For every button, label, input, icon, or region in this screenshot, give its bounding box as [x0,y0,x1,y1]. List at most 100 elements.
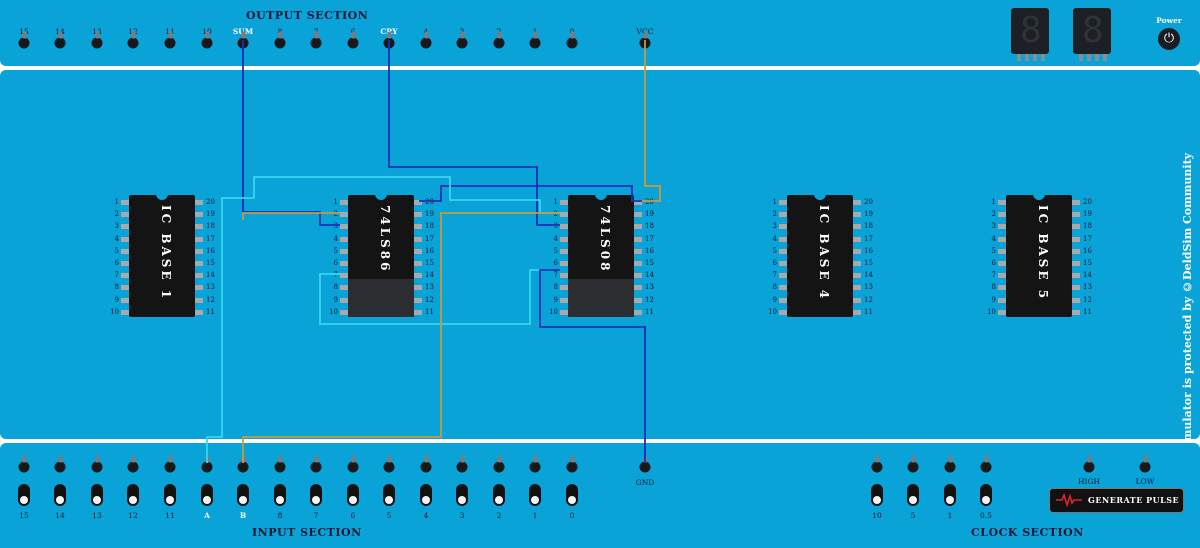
chip-pin[interactable] [1072,285,1080,291]
chip-pin[interactable] [121,212,129,218]
clock-toggle-0.5[interactable] [980,484,992,506]
chip-pin[interactable] [414,261,422,266]
chip-pin[interactable] [560,224,568,230]
chip-pin[interactable] [634,224,642,230]
chip-pin[interactable] [121,200,129,205]
output-pin-0[interactable] [566,31,578,49]
input-pin-3[interactable] [456,455,468,473]
chip-pin[interactable] [560,212,568,218]
chip-pin[interactable] [1072,297,1080,303]
chip-pin[interactable] [121,285,129,291]
chip-pin[interactable] [195,261,203,266]
clock-toggle-5[interactable] [907,484,919,506]
input-toggle-8[interactable] [274,484,286,506]
output-pin-3[interactable] [456,31,468,49]
chip-pin[interactable] [195,273,203,279]
gnd-pin[interactable] [639,455,651,473]
chip-pin[interactable] [560,236,568,242]
chip-pin[interactable] [414,273,422,279]
chip-pin[interactable] [560,200,568,205]
chip-pin[interactable] [560,248,568,254]
chip-pin[interactable] [560,309,568,315]
chip-pin[interactable] [414,309,422,315]
input-toggle-1[interactable] [529,484,541,506]
chip-pin[interactable] [779,248,787,254]
chip-pin[interactable] [195,224,203,230]
input-pin-1[interactable] [529,455,541,473]
chip-pin[interactable] [779,273,787,279]
output-pin-8[interactable] [274,31,286,49]
chip-pin[interactable] [779,285,787,291]
output-pin-11[interactable] [164,31,176,49]
chip-pin[interactable] [560,273,568,279]
input-toggle-13[interactable] [91,484,103,506]
chip-pin[interactable] [779,224,787,230]
chip-pin[interactable] [121,236,129,242]
input-toggle-a[interactable] [201,484,213,506]
chip-pin[interactable] [195,297,203,303]
chip-pin[interactable] [779,309,787,315]
chip-pin[interactable] [998,297,1006,303]
input-toggle-4[interactable] [420,484,432,506]
chip-pin[interactable] [634,236,642,242]
chip-pin[interactable] [853,285,861,291]
input-pin-4[interactable] [420,455,432,473]
input-pin-6[interactable] [347,455,359,473]
input-pin-8[interactable] [274,455,286,473]
ic-chip-1[interactable]: IC BASE 1 [129,194,195,317]
output-pin-7[interactable] [310,31,322,49]
input-toggle-7[interactable] [310,484,322,506]
chip-pin[interactable] [998,248,1006,254]
chip-pin[interactable] [998,200,1006,205]
input-toggle-b[interactable] [237,484,249,506]
input-pin-15[interactable] [18,455,30,473]
output-pin-sum[interactable] [237,31,249,49]
input-pin-b[interactable] [237,455,249,473]
input-pin-12[interactable] [127,455,139,473]
output-pin-12[interactable] [127,31,139,49]
chip-pin[interactable] [779,261,787,266]
chip-pin[interactable] [1072,248,1080,254]
chip-pin[interactable] [1072,224,1080,230]
chip-pin[interactable] [340,224,348,230]
chip-pin[interactable] [634,200,642,205]
chip-pin[interactable] [779,297,787,303]
chip-pin[interactable] [1072,261,1080,266]
input-toggle-3[interactable] [456,484,468,506]
chip-pin[interactable] [853,224,861,230]
chip-pin[interactable] [634,212,642,218]
chip-pin[interactable] [853,200,861,205]
chip-pin[interactable] [998,273,1006,279]
ic-chip-4[interactable]: IC BASE 4 [787,194,853,317]
chip-pin[interactable] [853,261,861,266]
chip-pin[interactable] [195,285,203,291]
chip-pin[interactable] [998,261,1006,266]
input-toggle-14[interactable] [54,484,66,506]
input-toggle-11[interactable] [164,484,176,506]
chip-pin[interactable] [853,273,861,279]
input-pin-7[interactable] [310,455,322,473]
chip-pin[interactable] [340,309,348,315]
high-pin[interactable] [1083,455,1095,473]
chip-pin[interactable] [414,248,422,254]
output-pin-15[interactable] [18,31,30,49]
output-pin-2[interactable] [493,31,505,49]
clock-pin-0.5[interactable] [980,455,992,473]
chip-pin[interactable] [340,236,348,242]
chip-pin[interactable] [340,248,348,254]
ic-chip-5[interactable]: IC BASE 5 [1006,194,1072,317]
ic-chip-3[interactable]: 74LS08 [568,194,634,317]
chip-pin[interactable] [121,261,129,266]
chip-pin[interactable] [340,212,348,218]
chip-pin[interactable] [634,297,642,303]
input-pin-11[interactable] [164,455,176,473]
output-pin-vcc[interactable] [639,31,651,49]
chip-pin[interactable] [414,297,422,303]
chip-pin[interactable] [560,297,568,303]
input-pin-0[interactable] [566,455,578,473]
chip-pin[interactable] [121,224,129,230]
input-toggle-6[interactable] [347,484,359,506]
chip-pin[interactable] [195,200,203,205]
chip-pin[interactable] [853,248,861,254]
chip-pin[interactable] [1072,309,1080,315]
